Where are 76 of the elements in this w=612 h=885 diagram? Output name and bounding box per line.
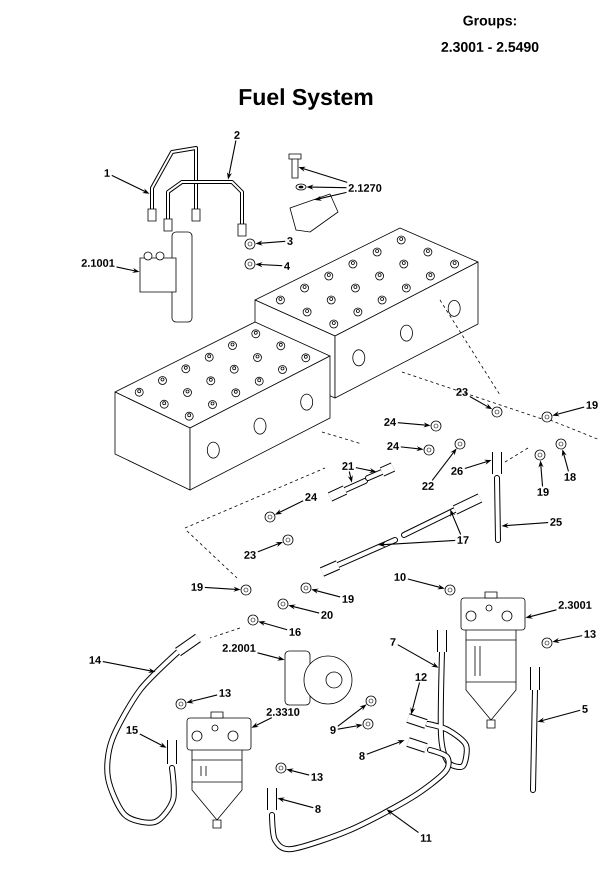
callout-number: 7 bbox=[390, 638, 396, 646]
hose bbox=[530, 667, 540, 793]
callout-number: 19 bbox=[192, 583, 203, 591]
title: Fuel System bbox=[240, 88, 372, 110]
fitting bbox=[542, 412, 552, 422]
fitting bbox=[300, 582, 312, 594]
hose bbox=[401, 493, 482, 538]
hose bbox=[269, 747, 452, 852]
hose bbox=[494, 475, 501, 543]
callout-number: 16 bbox=[290, 628, 301, 636]
fitting bbox=[362, 718, 374, 730]
callout-number: 2 bbox=[234, 131, 240, 139]
fuel-line bbox=[164, 180, 246, 236]
callout-number: 1 bbox=[104, 169, 110, 177]
bracket bbox=[290, 194, 338, 232]
callout-number: 3 bbox=[287, 237, 293, 245]
callout-number: 19 bbox=[538, 488, 549, 496]
fitting bbox=[282, 534, 294, 546]
fitting bbox=[534, 450, 546, 460]
callout-number: 19 bbox=[586, 401, 598, 409]
callout-number: 5 bbox=[582, 705, 588, 713]
fuel-filter-drawing bbox=[186, 712, 252, 828]
fitting bbox=[492, 406, 502, 418]
callout-number: 20 bbox=[321, 611, 333, 619]
callout-number: 23 bbox=[456, 388, 468, 396]
callout-number: 26 bbox=[451, 467, 463, 475]
hose-fitting bbox=[406, 737, 428, 753]
callout-number: 13 bbox=[584, 630, 596, 638]
callout-number: 24 bbox=[384, 418, 396, 426]
hose-fitting bbox=[492, 452, 502, 474]
callout-number: 14 bbox=[90, 656, 102, 664]
callout-number: 13 bbox=[220, 689, 231, 697]
fitting bbox=[444, 584, 456, 596]
callout-number: 17 bbox=[458, 536, 469, 544]
fuel-filter-drawing bbox=[460, 592, 526, 728]
fitting bbox=[430, 420, 442, 432]
hose bbox=[365, 462, 396, 481]
callout-number: 2.1270 bbox=[348, 184, 382, 192]
fitting bbox=[264, 512, 276, 522]
fitting bbox=[454, 438, 466, 450]
fitting bbox=[424, 444, 434, 456]
fuel-line bbox=[148, 146, 200, 222]
fuel-pump-drawing bbox=[284, 650, 352, 706]
callout-number: 2.1001 bbox=[82, 259, 114, 267]
callout-number: 18 bbox=[564, 473, 576, 481]
callout-number: 21 bbox=[342, 462, 354, 470]
fitting bbox=[556, 438, 566, 450]
callout-number: 9 bbox=[330, 726, 336, 734]
callout-number: 2.3310 bbox=[266, 708, 300, 716]
callout-number: 24 bbox=[305, 493, 318, 501]
callout-number: 19 bbox=[342, 595, 354, 603]
bolt bbox=[288, 154, 302, 178]
callout-number: 2.2001 bbox=[222, 644, 256, 652]
callout-number: 12 bbox=[416, 673, 427, 681]
hose bbox=[328, 478, 368, 502]
callout-number: 2.3001 bbox=[558, 601, 592, 609]
callout-number: 25 bbox=[550, 518, 562, 526]
hose bbox=[425, 630, 470, 770]
fitting bbox=[240, 584, 252, 596]
fitting bbox=[366, 696, 376, 706]
callout-number: 4 bbox=[284, 262, 290, 270]
callout-number: 22 bbox=[422, 482, 434, 490]
callout-number: 10 bbox=[394, 573, 406, 581]
callout-number: 23 bbox=[244, 551, 256, 559]
fitting bbox=[278, 598, 288, 610]
group-label: 2.3001 - 2.5490 bbox=[441, 42, 538, 52]
fitting bbox=[542, 638, 552, 648]
callout-number: 24 bbox=[387, 442, 400, 450]
washer bbox=[244, 258, 256, 270]
injector-drawing bbox=[140, 232, 192, 322]
fitting bbox=[248, 614, 258, 626]
fitting bbox=[244, 238, 256, 250]
hose-fitting bbox=[267, 788, 277, 810]
hose bbox=[104, 634, 201, 826]
group-label: Groups: bbox=[463, 16, 516, 28]
hose-fitting bbox=[406, 713, 428, 729]
